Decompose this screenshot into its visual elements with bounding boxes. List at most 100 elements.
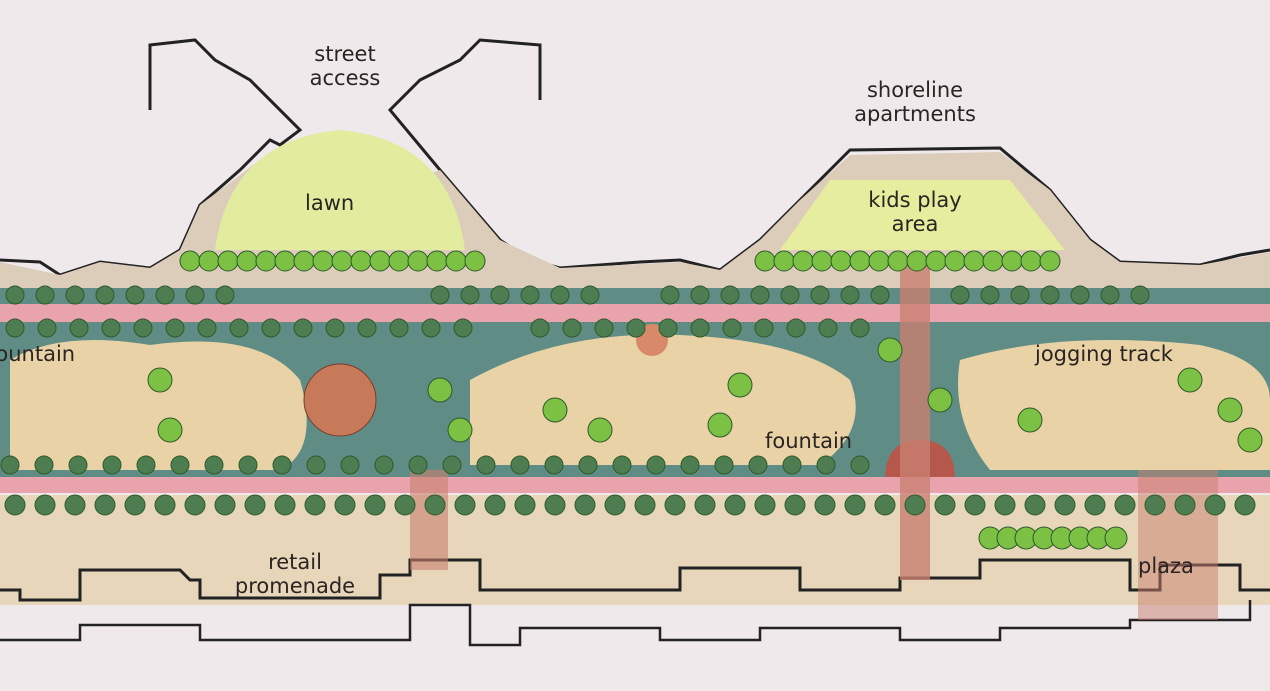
- shrub: [214, 494, 236, 516]
- shrub: [980, 285, 1000, 305]
- shrub: [101, 318, 121, 338]
- shrub: [530, 318, 550, 338]
- shrub: [658, 318, 678, 338]
- shrub: [124, 494, 146, 516]
- shrub: [0, 455, 20, 475]
- shrub: [394, 494, 416, 516]
- shrub: [424, 494, 446, 516]
- tree: [906, 250, 928, 272]
- label-retail-promenade: retail promenade: [234, 550, 356, 598]
- shrub: [34, 455, 54, 475]
- tree: [157, 417, 183, 443]
- tree: [312, 250, 334, 272]
- shrub: [612, 455, 632, 475]
- shrub: [784, 494, 806, 516]
- shrub: [1234, 494, 1256, 516]
- shrub: [874, 494, 896, 516]
- shrub: [69, 318, 89, 338]
- tree: [887, 250, 909, 272]
- label-shoreline-apartments: shoreline apartments: [854, 78, 976, 126]
- tree: [255, 250, 277, 272]
- shrub: [430, 285, 450, 305]
- shrub: [1024, 494, 1046, 516]
- shrub: [204, 455, 224, 475]
- tree: [1104, 526, 1128, 550]
- shrub: [934, 494, 956, 516]
- shrub: [421, 318, 441, 338]
- tree: [925, 250, 947, 272]
- shrub: [594, 318, 614, 338]
- shrub: [720, 285, 740, 305]
- shrub: [510, 455, 530, 475]
- shrub: [1174, 494, 1196, 516]
- tree: [198, 250, 220, 272]
- shrub: [165, 318, 185, 338]
- shrub: [4, 494, 26, 516]
- shrub: [184, 494, 206, 516]
- shrub: [442, 455, 462, 475]
- shrub: [904, 494, 926, 516]
- tree: [830, 250, 852, 272]
- label-plaza: plaza: [1138, 554, 1194, 578]
- shrub: [748, 455, 768, 475]
- tree: [877, 337, 903, 363]
- shrub: [325, 318, 345, 338]
- shrub: [1070, 285, 1090, 305]
- shrub: [604, 494, 626, 516]
- label-fountain-left: fountain: [0, 342, 76, 366]
- lawn-circle: [303, 363, 377, 437]
- shrub: [1204, 494, 1226, 516]
- tree: [707, 412, 733, 438]
- shrub: [578, 455, 598, 475]
- shrub: [780, 285, 800, 305]
- shrub: [357, 318, 377, 338]
- shrub: [304, 494, 326, 516]
- tree: [849, 250, 871, 272]
- lawn-area: [215, 130, 465, 250]
- shrub: [786, 318, 806, 338]
- shrub: [1040, 285, 1060, 305]
- shrub: [646, 455, 666, 475]
- shrub: [514, 494, 536, 516]
- shrub: [544, 494, 566, 516]
- kids-play-area: [780, 180, 1065, 250]
- tree-groups: [0, 250, 1263, 550]
- label-kids-play-area: kids play area: [868, 188, 962, 236]
- shrub: [272, 455, 292, 475]
- shrub: [476, 455, 496, 475]
- shrub: [154, 494, 176, 516]
- shrub: [844, 494, 866, 516]
- shrub: [408, 455, 428, 475]
- tree: [811, 250, 833, 272]
- shrub: [520, 285, 540, 305]
- shrub: [1084, 494, 1106, 516]
- shrub: [5, 318, 25, 338]
- shrub: [102, 455, 122, 475]
- shrub: [35, 285, 55, 305]
- shrub: [664, 494, 686, 516]
- shrub: [1114, 494, 1136, 516]
- shrub: [714, 455, 734, 475]
- shrub: [964, 494, 986, 516]
- shrub: [680, 455, 700, 475]
- walkway-left: [410, 470, 448, 570]
- shrub: [562, 318, 582, 338]
- tree: [587, 417, 613, 443]
- tree: [1217, 397, 1243, 423]
- shrub: [1100, 285, 1120, 305]
- tree: [331, 250, 353, 272]
- shrub: [133, 318, 153, 338]
- shrub: [460, 285, 480, 305]
- tree: [982, 250, 1004, 272]
- shrub: [95, 285, 115, 305]
- tree: [217, 250, 239, 272]
- shrub: [574, 494, 596, 516]
- tree: [1001, 250, 1023, 272]
- shrub: [1130, 285, 1150, 305]
- tree: [407, 250, 429, 272]
- tree: [792, 250, 814, 272]
- shrub: [694, 494, 716, 516]
- retail-buildings-outline: [0, 558, 1270, 602]
- shrub: [170, 455, 190, 475]
